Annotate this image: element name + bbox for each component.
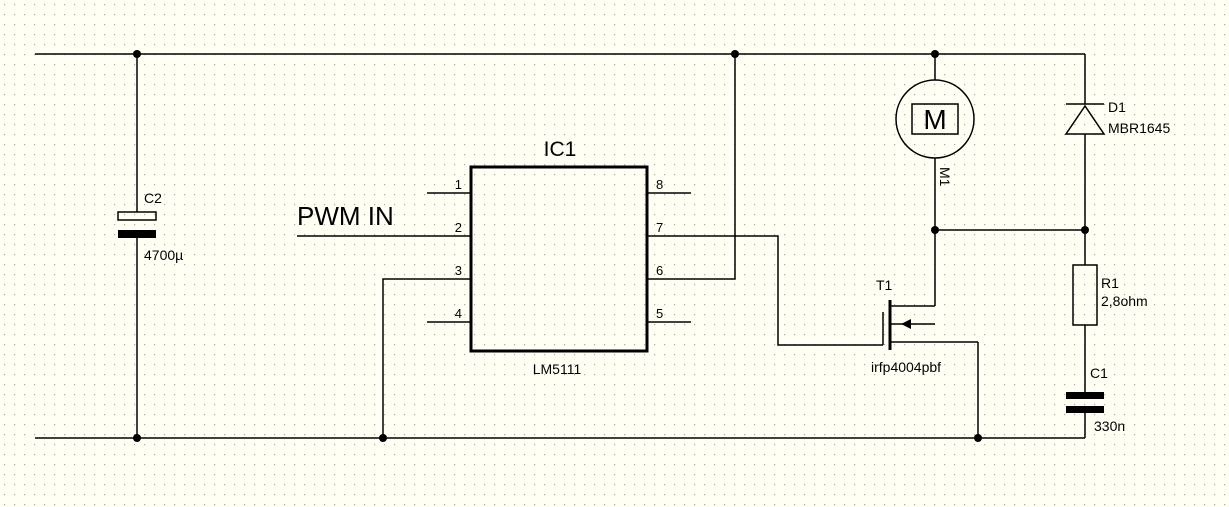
junction-dot (931, 50, 939, 58)
d1-ref-label: D1 (1108, 99, 1126, 115)
junction-dot (379, 434, 387, 442)
mosfet-t1[interactable] (882, 230, 979, 438)
motor-m1[interactable] (895, 54, 975, 230)
junction-dot (133, 434, 141, 442)
resistor-r1[interactable] (1072, 230, 1098, 392)
diode-d1[interactable] (1064, 54, 1106, 230)
c1-value-label: 330n (1094, 418, 1125, 434)
r1-value-label: 2,8ohm (1101, 293, 1148, 309)
ic1-pin-2-label: 2 (455, 220, 462, 235)
capacitor-c1[interactable] (1066, 392, 1104, 438)
junction-dot (1081, 226, 1089, 234)
ic1-pin-8-label: 8 (656, 177, 663, 192)
ic1-pin-4-label: 4 (455, 306, 462, 321)
junction-dots (133, 50, 1089, 442)
pwm-input-label: PWM IN (297, 201, 394, 231)
ic1-ref-label: IC1 (544, 138, 577, 161)
capacitor-c2[interactable] (117, 54, 157, 438)
gate-drive-wire (691, 235, 883, 346)
r1-ref-label: R1 (1101, 275, 1119, 291)
ic1-pin-1-label: 1 (455, 177, 462, 192)
ic1-pin-6-label: 6 (656, 263, 663, 278)
motor-symbol-glyph: M (923, 104, 946, 135)
ic1-pin3-to-ground-wire (382, 278, 427, 438)
t1-part-label: irfp4004pbf (871, 359, 941, 375)
d1-part-label: MBR1645 (1108, 120, 1170, 136)
ic1-chip[interactable] (297, 165, 691, 353)
t1-ref-label: T1 (876, 277, 893, 293)
junction-dot (731, 50, 739, 58)
junction-dot (974, 434, 982, 442)
ic1-pin6-to-supply-wire (691, 54, 736, 280)
motor-ref-label: M1 (937, 167, 953, 187)
c2-ref-label: C2 (144, 190, 162, 206)
ic1-part-label: LM5111 (533, 361, 582, 377)
ic1-pin-3-label: 3 (455, 263, 462, 278)
ic1-pin-7-label: 7 (656, 220, 663, 235)
junction-dot (133, 50, 141, 58)
junction-dot (931, 226, 939, 234)
c1-ref-label: C1 (1090, 365, 1108, 381)
ic1-pin-5-label: 5 (656, 306, 663, 321)
c2-value-label: 4700µ (144, 247, 183, 263)
